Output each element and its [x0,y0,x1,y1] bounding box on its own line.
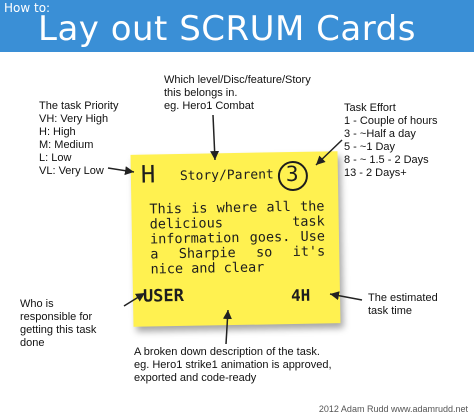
priority-note: The task Priority VH: Very High H: High … [39,100,118,178]
priority-note-line: L: Low [39,152,72,164]
effort-note: Task Effort 1 - Couple of hours 3 - ~Hal… [344,102,438,180]
estimate-note-line: task time [368,305,413,317]
effort-note-line: Task Effort [344,102,396,114]
description-arrow [222,309,232,345]
priority-note-line: M: Medium [39,139,94,151]
story-note-line: eg. Hero1 Combat [164,100,254,112]
effort-note-line: 8 - ~ 1.5 - 2 Days [344,154,429,166]
estimate-note-line: The estimated [368,292,438,304]
priority-note-line: VH: Very High [39,113,109,125]
priority-note-line: H: High [39,126,76,138]
priority-arrow [107,166,135,176]
estimate-arrow [329,291,363,301]
title-prefix: How to: [4,1,51,15]
description-note-line: exported and code-ready [134,372,257,384]
page-title: Lay out SCRUM Cards [38,9,416,49]
effort-note-line: 3 - ~Half a day [344,128,416,140]
effort-note-line: 1 - Couple of hours [344,115,438,127]
description-note-line: A broken down description of the task. [134,346,320,358]
priority-note-line: The task Priority [39,100,119,112]
description-note: A broken down description of the task. e… [134,346,332,385]
assignee-note: Who is responsible for getting this task… [20,298,96,350]
assignee-note-line: Who is [20,298,54,310]
assignee-note-line: done [20,337,45,349]
effort-arrow [315,139,343,166]
effort-note-line: 13 - 2 Days+ [344,167,407,179]
story-note-line: this belongs in. [164,87,238,99]
priority-note-line: VL: Very Low [39,165,104,177]
credit: 2012 Adam Rudd www.adamrudd.net [318,404,468,414]
story-arrow [210,114,220,161]
description-note-line: eg. Hero1 strike1 animation is approved, [134,359,332,371]
assignee-note-line: getting this task [20,324,97,336]
estimate-note: The estimated task time [368,292,438,318]
effort-note-line: 5 - ~1 Day [344,141,396,153]
story-note-line: Which level/Disc/feature/Story [164,74,311,86]
title-banner: How to: Lay out SCRUM Cards [0,0,474,52]
assignee-note-line: responsible for [20,311,93,323]
story-note: Which level/Disc/feature/Story this belo… [164,74,311,113]
assignee-arrow [123,292,146,307]
